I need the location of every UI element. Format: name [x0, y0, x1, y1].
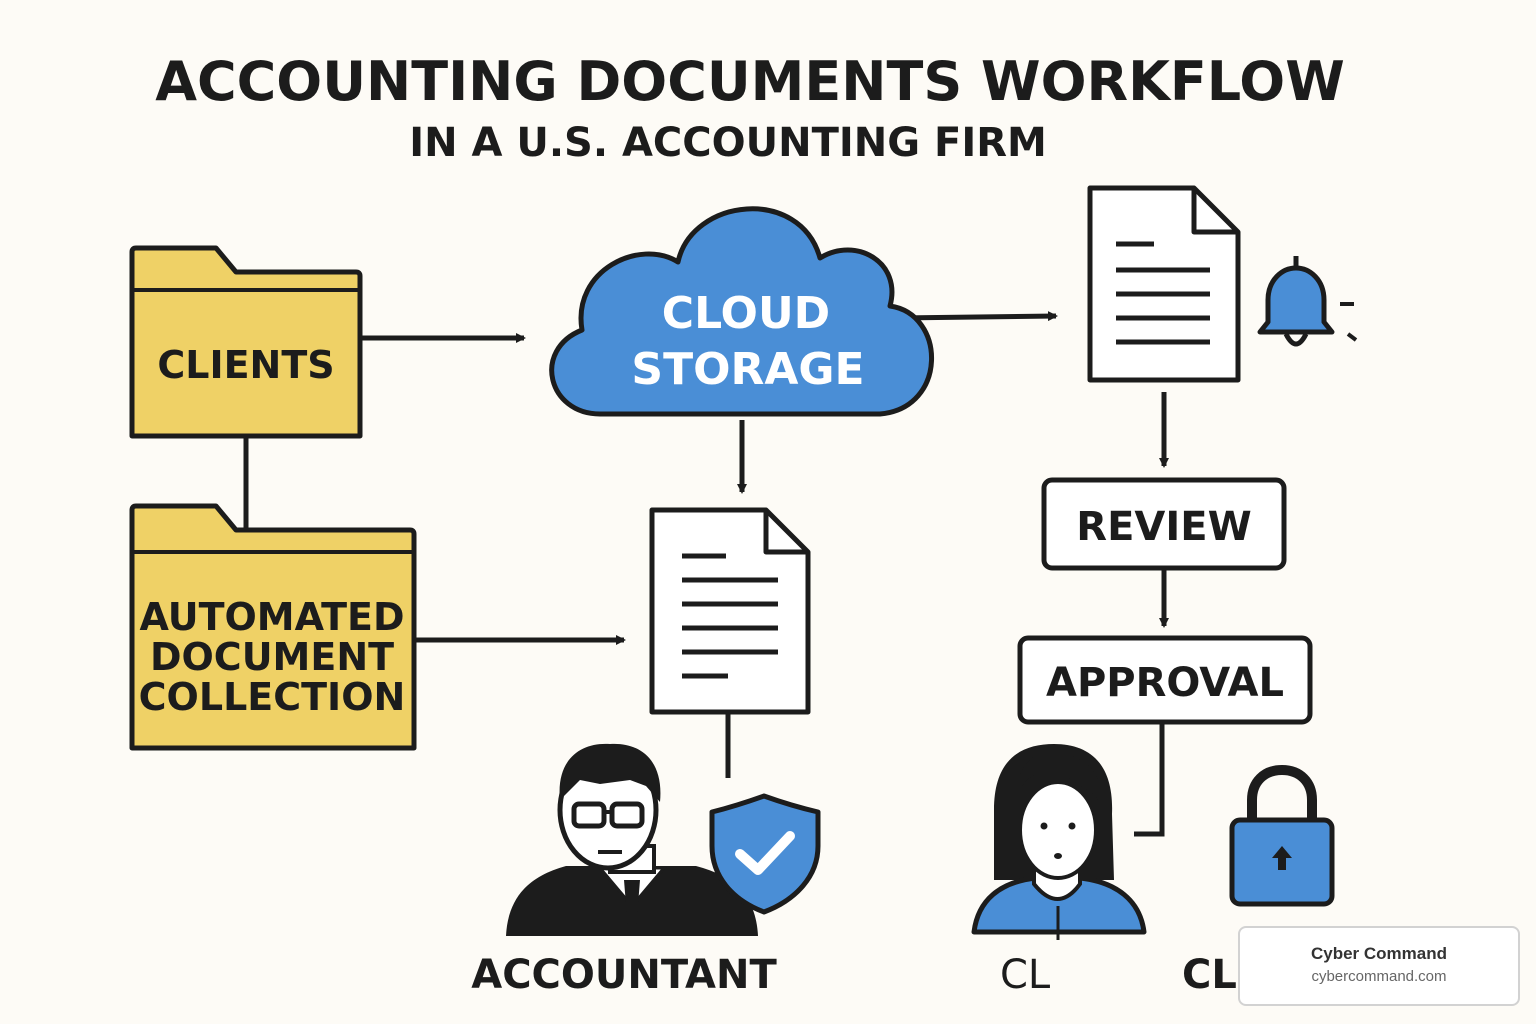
clients-folder: CLIENTS — [129, 245, 363, 439]
folder-icon — [129, 503, 417, 751]
automated-collection-folder: AUTOMATED DOCUMENT COLLECTION — [129, 503, 417, 751]
cloud-label-line-1: CLOUD — [662, 288, 830, 339]
document-icon — [649, 507, 811, 715]
cloud-storage: CLOUD STORAGE — [549, 206, 934, 417]
bell-icon — [1257, 256, 1358, 347]
review-label: REVIEW — [1076, 504, 1251, 550]
automated-label-line-2: DOCUMENT — [150, 635, 394, 679]
watermark-name: Cyber Command — [1310, 944, 1448, 963]
cloud-label-line-2: STORAGE — [631, 344, 864, 395]
diagram-subtitle: IN A U.S. ACCOUNTING FIRM — [409, 120, 1047, 166]
cloud-icon — [549, 206, 934, 417]
document-icon — [1087, 185, 1241, 383]
glasses-icon — [571, 801, 607, 829]
approval-step: APPROVAL — [1017, 635, 1313, 725]
automated-label-line-3: COLLECTION — [139, 675, 406, 719]
diagram-title: ACCOUNTING DOCUMENTS WORKFLOW — [155, 50, 1345, 113]
approval-connector — [1134, 722, 1165, 837]
approval-label: APPROVAL — [1046, 660, 1284, 706]
watermark-url: cybercommand.com — [1311, 968, 1447, 985]
document — [649, 507, 811, 715]
client-avatar — [971, 744, 1147, 940]
arrow-cloud-to-notification-document — [897, 311, 1058, 322]
clients-label: CLIENTS — [157, 343, 334, 387]
accountant-label: ACCOUNTANT — [471, 952, 777, 998]
client-label-b: CL — [1182, 952, 1237, 998]
shield-check-icon — [709, 793, 821, 915]
notification-document — [1087, 185, 1241, 383]
review-step: REVIEW — [1041, 477, 1287, 571]
folder-icon — [129, 245, 363, 439]
accountant-avatar — [506, 743, 758, 936]
client-label-a: CL — [1000, 952, 1051, 998]
padlock-icon — [1229, 764, 1335, 907]
watermark-badge: Cyber Command cybercommand.com — [1238, 926, 1520, 1006]
automated-label-line-1: AUTOMATED — [139, 595, 404, 639]
